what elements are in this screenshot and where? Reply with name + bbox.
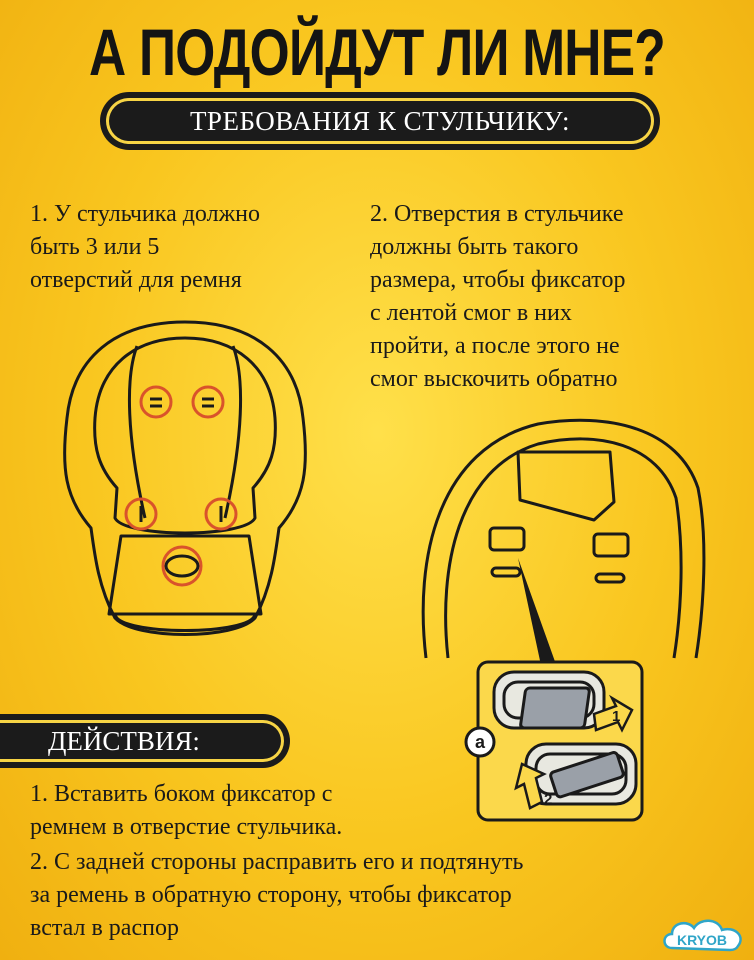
buckle-inset-diagram: 1 2: [476, 660, 644, 822]
actions-heading: ДЕЙСТВИЯ:: [0, 720, 284, 762]
page-title: А ПОДОЙДУТ ЛИ МНЕ?: [89, 15, 666, 89]
requirements-heading: ТРЕБОВАНИЯ К СТУЛЬЧИКУ:: [106, 98, 654, 144]
svg-text:KRYOB: KRYOB: [677, 932, 727, 948]
kryob-logo: KRYOB: [663, 919, 742, 952]
requirement-2-text: 2. Отверстия в стульчике должны быть так…: [370, 201, 626, 392]
seat-slot-diagram: [421, 418, 706, 670]
action-1-text: 1. Вставить боком фиксатор с ремнем в от…: [30, 781, 343, 840]
arrow-2-label: 2: [544, 791, 552, 808]
high-chair-seat-diagram: [63, 320, 307, 636]
action-2-text: 2. С задней стороны расправить его и под…: [30, 849, 524, 941]
arrow-1-label: 1: [612, 708, 620, 725]
step-a-label: a: [475, 732, 486, 752]
step-a-marker: a: [464, 726, 496, 758]
requirement-1-text: 1. У стульчика должно быть 3 или 5 отвер…: [30, 201, 261, 293]
